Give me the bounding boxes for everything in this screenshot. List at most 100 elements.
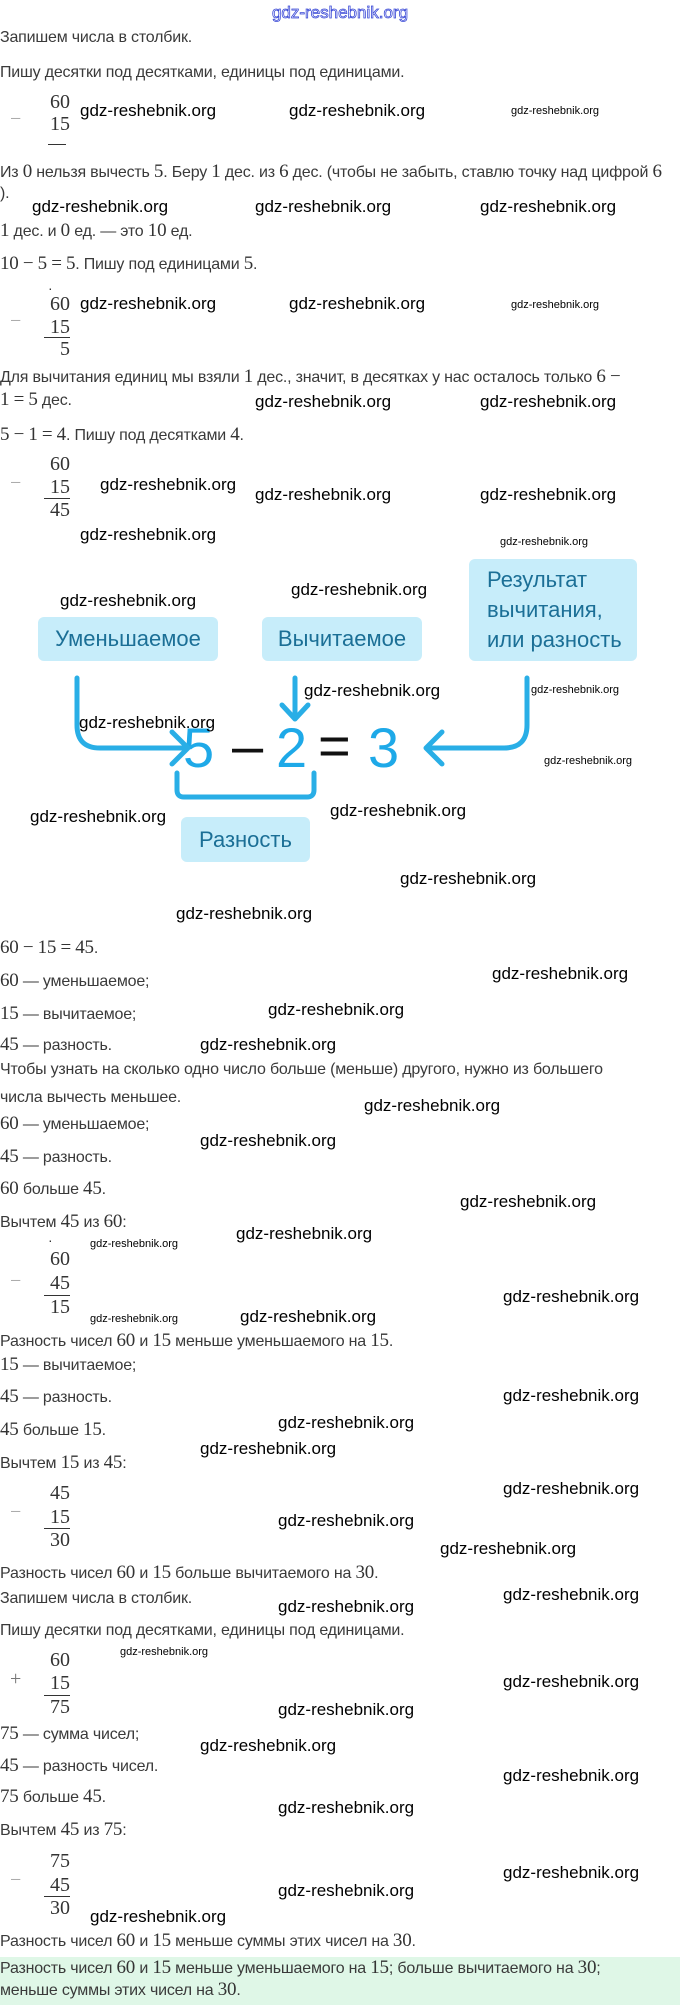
text-line: 60 − 15 = 45. [0,937,99,958]
math-number: 45 [0,1034,19,1055]
watermark: gdz-reshebnik.org [492,964,629,983]
math-number: 75 [103,1819,123,1840]
text-line: 45 больше 15. [0,1419,106,1440]
watermark: gdz-reshebnik.org [440,1539,577,1558]
watermark: gdz-reshebnik.org [503,1672,640,1691]
math-number: 45 [60,1211,80,1232]
math-number: 30 [392,1930,412,1951]
math-number: 5 [28,389,38,410]
math-number: 15 [0,1003,19,1024]
text-line: 45 — разность. [0,1146,112,1167]
watermark: gdz-reshebnik.org [278,1413,415,1432]
text-line: Запишем числа в столбик. [0,1590,193,1607]
equation-subtrahend: 2 [276,716,308,779]
minuend: 60 [50,453,70,475]
math-number: 10 [147,220,167,241]
watermark: gdz-reshebnik.org [289,101,426,120]
watermark: gdz-reshebnik.org [120,1646,209,1658]
math-number: 0 [60,220,71,241]
math-number: 15 [60,1452,80,1473]
sum: 75 [44,1695,70,1718]
watermark: gdz-reshebnik.org [480,392,617,411]
watermark: gdz-reshebnik.org [544,755,633,767]
math-number: 1 [28,424,38,445]
minus-sign: − [10,1501,22,1523]
text-line: 45 — разность чисел. [0,1755,159,1776]
watermark: gdz-reshebnik.org [503,1863,640,1882]
difference: 30 [44,1528,70,1551]
subtrahend-label-box: Вычитаемое [262,617,422,661]
text-line: 45 — разность. [0,1386,112,1407]
watermark: gdz-reshebnik.org [278,1700,415,1719]
math-number: 0 [22,161,33,182]
watermark: gdz-reshebnik.org [30,807,167,826]
math-number: 30 [355,1562,375,1583]
result-label-line: или разность [487,627,622,652]
minus-sign: − [10,1270,22,1292]
math-number: 1 [0,389,10,410]
text-line: Разность чисел 60 и 15 меньше суммы этих… [0,1930,416,1951]
math-number: 15 [0,1354,19,1375]
minuend-label-box: Уменьшаемое [38,617,218,661]
text-line: Чтобы узнать на сколько одно число больш… [0,1061,603,1078]
text-line: Вычтем 45 из 60: [0,1211,127,1232]
math-number: 1 [211,161,221,182]
watermark: gdz-reshebnik.org [200,1035,337,1054]
math-number: = [51,253,62,274]
watermark: gdz-reshebnik.org [503,1479,640,1498]
watermark: gdz-reshebnik.org [90,1313,179,1325]
text-line: Для вычитания единиц мы взяли 1 дес., зн… [0,366,621,387]
text-line: Вычтем 45 из 75: [0,1819,127,1840]
watermark: gdz-reshebnik.org [32,197,169,216]
watermark: gdz-reshebnik.org [291,580,428,599]
math-number: 15 [370,1957,389,1978]
math-number: − [13,424,25,445]
math-number: 60 [116,1562,136,1583]
difference-label-box: Разность [181,817,310,862]
borrow-dot: · [48,1232,53,1248]
text-line: ). [0,185,10,202]
result-line [48,144,66,145]
math-number: 5 [153,161,164,182]
subtrahend: 45 [50,1874,70,1896]
math-number: − [22,937,34,958]
equation-minus: – [232,714,264,777]
minuend: 75 [50,1850,70,1872]
result-label-box: Результат вычитания, или разность [469,559,637,661]
math-number: 5 [243,253,254,274]
text-line: 60 больше 45. [0,1178,106,1199]
text-line: Вычтем 15 из 45: [0,1452,127,1473]
math-number: 60 [0,970,19,991]
addend: 60 [50,1649,70,1671]
math-number: 45 [103,1452,123,1473]
watermark: gdz-reshebnik.org [278,1511,415,1530]
difference: 5 [44,337,70,360]
math-number: 45 [75,937,94,958]
text-line: 1 дес. и 0 ед. — это 10 ед. [0,220,193,241]
subtrahend: 15 [50,476,70,498]
minuend: 45 [50,1482,70,1504]
math-number: 5 [37,253,48,274]
math-number: 30 [577,1957,597,1978]
math-number: 45 [0,1146,19,1167]
minuend: 60 [50,1248,70,1270]
watermark: gdz-reshebnik.org [278,1798,415,1817]
text-line: 75 больше 45. [0,1786,106,1807]
watermark: gdz-reshebnik.org [60,591,197,610]
text-line: 5 − 1 = 4. Пишу под десятками 4. [0,424,244,445]
math-number: 45 [60,1819,80,1840]
watermark: gdz-reshebnik.org [100,475,237,494]
watermark: gdz-reshebnik.org [503,1386,640,1405]
text-line: 15 — вычитаемое; [0,1354,137,1375]
watermark: gdz-reshebnik.org [304,681,441,700]
watermark: gdz-reshebnik.org [278,1881,415,1900]
math-number: 15 [83,1419,102,1440]
watermark: gdz-reshebnik.org [503,1766,640,1785]
minuend: 60 [50,293,70,315]
answer-line: Разность чисел 60 и 15 меньше уменьшаемо… [0,1957,601,1978]
math-number: 60 [116,1957,136,1978]
math-number: 75 [0,1786,19,1807]
watermark: gdz-reshebnik.org [503,1585,640,1604]
math-number: 60 [103,1211,123,1232]
watermark: gdz-reshebnik.org [79,713,216,732]
